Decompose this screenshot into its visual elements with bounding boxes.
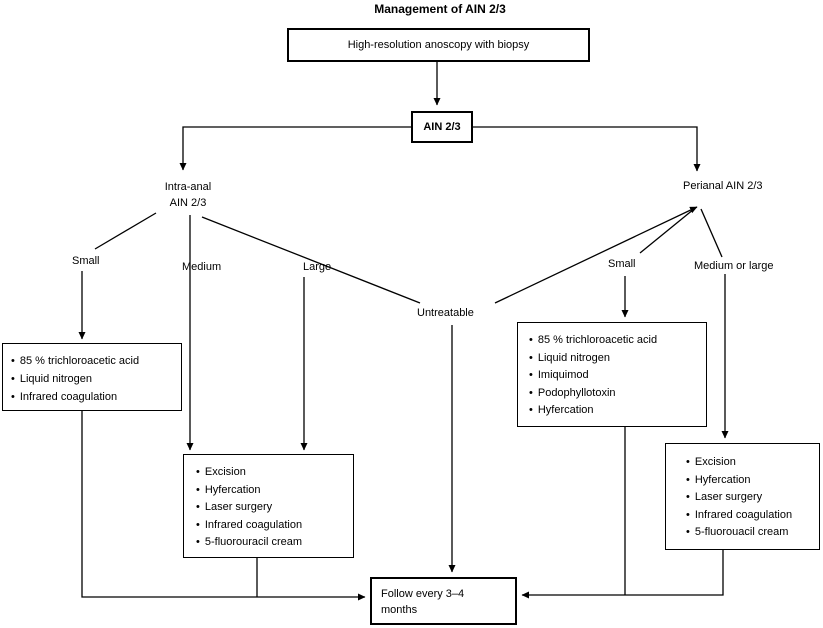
connector-perianal-to-mediumlarge xyxy=(700,208,723,258)
list-item: • 85 % trichloroacetic acid xyxy=(529,332,706,350)
bullet-glyph: • xyxy=(11,355,15,367)
treatment-item: 85 % trichloroacetic acid xyxy=(537,334,658,346)
treatment-box-peri-small: • 85 % trichloroacetic acid • Liquid nit… xyxy=(517,322,707,427)
label-untreatable: Untreatable xyxy=(417,307,474,319)
list-item: • Infrared coagulation xyxy=(11,388,181,406)
treatment-item: Excision xyxy=(694,456,736,468)
bullet-glyph: • xyxy=(529,334,533,346)
bullet-glyph: • xyxy=(196,518,200,531)
bullet-glyph: • xyxy=(196,501,200,513)
label-intra-anal-line1: Intra-anal xyxy=(164,181,212,193)
treatment-item: Podophyllotoxin xyxy=(537,386,616,399)
treatment-item: Liquid nitrogen xyxy=(537,351,611,364)
connector-intraanal-to-untreatable xyxy=(201,216,421,304)
treatment-item: Laser surgery xyxy=(694,491,763,503)
list-item: • Liquid nitrogen xyxy=(529,350,706,368)
treatment-item: 85 % trichloroacetic acid xyxy=(19,355,140,367)
connector-intraanal-to-small xyxy=(94,212,157,250)
treatment-item: Hyfercation xyxy=(537,404,594,416)
label-intra-medium: Medium xyxy=(182,261,222,273)
connector-rightbox-to-follow xyxy=(521,550,724,599)
treatment-box-intra-medium-large: • Excision • Hyfercation • Laser surgery… xyxy=(183,454,354,558)
bullet-glyph: • xyxy=(11,391,15,403)
label-intra-large: Large xyxy=(303,261,332,273)
treatment-item: Infrared coagulation xyxy=(19,391,118,403)
bullet-glyph: • xyxy=(529,351,533,364)
list-item: • Infrared coagulation xyxy=(686,507,819,525)
node-ain-23: AIN 2/3 xyxy=(411,111,473,143)
list-item: • Laser surgery xyxy=(196,499,353,517)
bullet-glyph: • xyxy=(686,491,690,503)
bullet-glyph: • xyxy=(529,404,533,416)
bullet-glyph: • xyxy=(686,508,690,521)
list-item: • Liquid nitrogen xyxy=(11,370,181,388)
list-item: • Podophyllotoxin xyxy=(529,385,706,403)
node-high-resolution-anoscopy: High-resolution anoscopy with biopsy xyxy=(287,28,590,62)
bullet-glyph: • xyxy=(196,466,200,478)
follow-line1: Follow every 3–4 xyxy=(381,588,465,600)
list-item: • Infrared coagulation xyxy=(196,517,353,535)
connector-ain-to-perianal xyxy=(473,126,701,172)
bullet-glyph: • xyxy=(11,373,15,385)
list-item: • Excision xyxy=(196,464,353,482)
node-ain-23-label: AIN 2/3 xyxy=(423,121,461,133)
list-item: • 5-fluorouracil cream xyxy=(196,534,353,552)
bullet-glyph: • xyxy=(196,536,200,548)
node-follow-up: Follow every 3–4 months xyxy=(370,577,517,625)
label-intra-small: Small xyxy=(72,255,100,267)
treatment-item: 5-fluorouacil cream xyxy=(694,526,789,538)
bullet-glyph: • xyxy=(196,483,200,496)
connector-ain-to-intraanal xyxy=(179,126,411,171)
label-peri-small: Small xyxy=(608,258,636,270)
node-follow-up-label: Follow every 3–4 months xyxy=(372,579,515,618)
treatment-item: Excision xyxy=(204,466,246,478)
treatment-item: 5-fluorouracil cream xyxy=(204,536,303,548)
list-item: • Hyfercation xyxy=(196,482,353,500)
bullet-glyph: • xyxy=(686,456,690,468)
connector-untreatable-to-perianal xyxy=(494,206,698,304)
treatment-item: Laser surgery xyxy=(204,501,273,513)
treatment-item: Liquid nitrogen xyxy=(19,373,93,385)
treatment-item: Hyfercation xyxy=(204,483,261,496)
connector-leftbox-to-follow xyxy=(81,411,366,601)
node-high-resolution-anoscopy-label: High-resolution anoscopy with biopsy xyxy=(347,39,530,51)
treatment-item: Hyfercation xyxy=(694,473,751,486)
bullet-glyph: • xyxy=(686,473,690,486)
label-intra-anal: Intra-anal AIN 2/3 xyxy=(148,179,228,211)
treatment-item: Imiquimod xyxy=(537,369,589,381)
label-perianal: Perianal AIN 2/3 xyxy=(683,180,763,192)
bullet-glyph: • xyxy=(686,526,690,538)
list-item: • 5-fluorouacil cream xyxy=(686,524,819,542)
treatment-item: Infrared coagulation xyxy=(204,518,303,531)
connector-perianal-to-small xyxy=(639,208,695,254)
list-item: • Imiquimod xyxy=(529,367,706,385)
list-item: • Laser surgery xyxy=(686,489,819,507)
bullet-glyph: • xyxy=(529,386,533,399)
list-item: • 85 % trichloroacetic acid xyxy=(11,352,181,370)
label-intra-anal-line2: AIN 2/3 xyxy=(169,197,207,209)
list-item: • Hyfercation xyxy=(686,472,819,490)
follow-line2: months xyxy=(381,604,418,616)
treatment-box-intra-small: • 85 % trichloroacetic acid • Liquid nit… xyxy=(2,343,182,411)
treatment-item: Infrared coagulation xyxy=(694,508,793,521)
label-peri-medium-large: Medium or large xyxy=(694,260,774,272)
list-item: • Excision xyxy=(686,454,819,472)
list-item: • Hyfercation xyxy=(529,402,706,420)
page-title: Management of AIN 2/3 xyxy=(374,2,506,16)
bullet-glyph: • xyxy=(529,369,533,381)
treatment-box-peri-medium-large: • Excision • Hyfercation • Laser surgery… xyxy=(665,443,820,550)
